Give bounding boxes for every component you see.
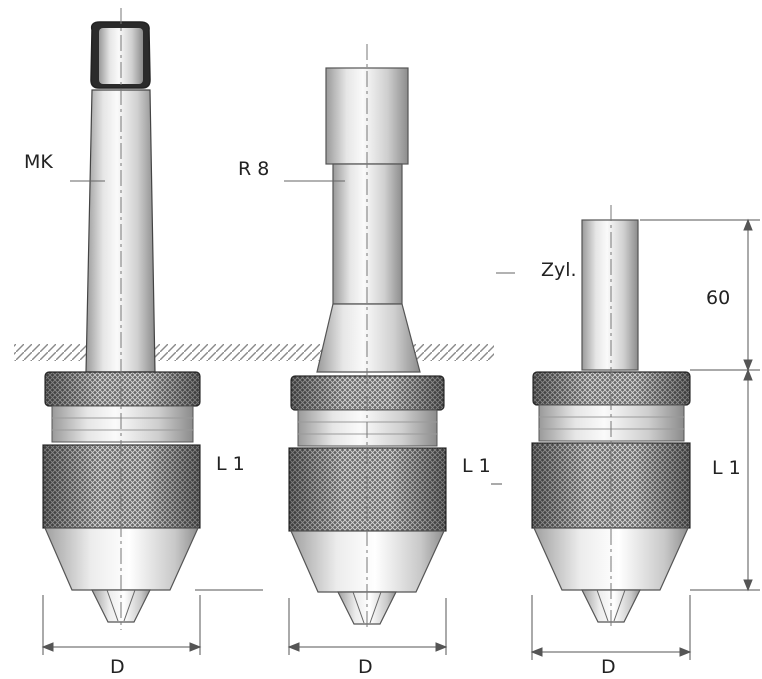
label-mk: MK (24, 151, 53, 173)
label-d-r8: D (358, 656, 373, 678)
label-l1-zyl: L 1 (712, 457, 741, 479)
r8-flare (316, 303, 421, 373)
chuck-r8 (284, 44, 447, 630)
label-l1-mk: L 1 (216, 453, 245, 475)
chuck-zyl (496, 205, 691, 630)
label-zyl: Zyl. (541, 259, 577, 281)
label-60: 60 (706, 287, 730, 309)
label-l1-r8: L 1 (462, 455, 491, 477)
labels: MK R 8 Zyl. 60 L 1 L 1 L 1 D D D (24, 151, 741, 678)
zyl-shank (581, 219, 639, 371)
mk-ring (51, 405, 194, 443)
label-d-zyl: D (601, 656, 616, 678)
r8-jaws (337, 591, 397, 625)
label-r8: R 8 (238, 158, 269, 180)
chuck-mk (42, 8, 201, 630)
label-d-mk: D (110, 656, 125, 678)
dimension-lines (41, 218, 760, 660)
